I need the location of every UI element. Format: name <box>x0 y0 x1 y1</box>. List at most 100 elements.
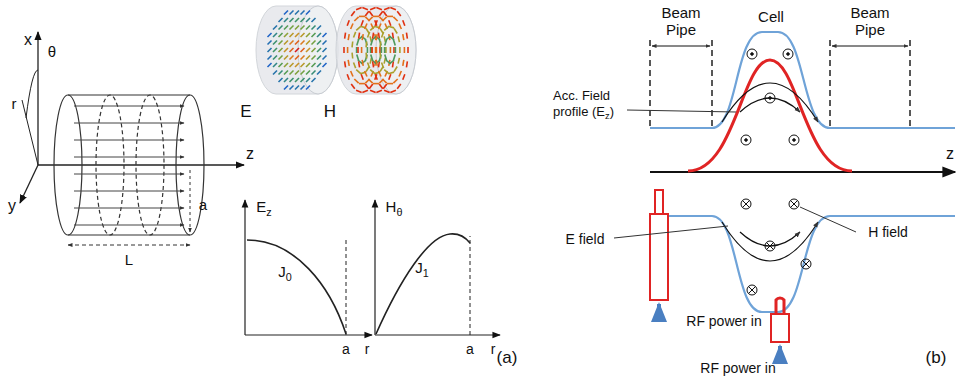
h-field-render <box>365 41 367 47</box>
e-field-render <box>295 86 299 90</box>
h-field-render <box>361 47 363 53</box>
label-text: E field <box>566 231 605 247</box>
e-field-render <box>284 78 288 82</box>
leader-line <box>614 110 856 238</box>
beam-pipe-markers <box>650 40 910 128</box>
h-field-render <box>376 34 377 40</box>
h-field-crosses <box>741 199 811 295</box>
h-field-render <box>389 74 391 80</box>
e-field-render <box>256 6 338 94</box>
h-field-crosses <box>743 201 750 208</box>
pillbox-cavity <box>54 95 82 235</box>
rf-coupler <box>650 214 668 300</box>
leader-line <box>800 207 856 232</box>
axes <box>38 164 244 165</box>
h-field-render <box>379 53 381 59</box>
e-field-arrows <box>740 98 800 112</box>
field-lines <box>74 191 184 192</box>
h-field-render <box>371 55 373 61</box>
e-field-render <box>284 26 288 30</box>
h-field-render <box>347 20 349 26</box>
e-field-render <box>290 63 294 67</box>
callout-label: RF power in <box>700 361 775 376</box>
h-field-render <box>385 55 387 61</box>
h-field-render <box>372 33 375 39</box>
h-field-crosses <box>767 243 774 250</box>
e-field-render <box>306 86 310 90</box>
h-field-dots <box>793 139 796 142</box>
axes <box>22 100 38 165</box>
e-field-render <box>284 63 288 67</box>
h-field-render <box>351 11 355 16</box>
e-field-render <box>317 33 321 37</box>
beam-pipe-markers <box>650 40 910 128</box>
e-field-render <box>268 33 272 37</box>
label-text: E <box>256 198 266 215</box>
h-field-crosses <box>747 285 757 295</box>
curve-label: J0 <box>278 264 292 281</box>
axes <box>20 165 38 203</box>
e-field-render <box>290 18 294 22</box>
h-field-render <box>383 11 387 16</box>
e-field-render <box>301 33 305 37</box>
label-text: H field <box>868 224 908 240</box>
h-field-render <box>393 79 397 83</box>
e-field-render <box>279 33 283 37</box>
h-field-render <box>376 47 378 53</box>
e-field-render <box>317 71 321 75</box>
h-field-render <box>375 20 377 26</box>
e-field-arrows <box>722 83 818 122</box>
h-field-render <box>336 6 416 94</box>
e-field-render <box>295 48 299 52</box>
h-field-render <box>358 61 361 67</box>
e-field-render <box>268 56 272 60</box>
e-field-render <box>323 63 327 67</box>
callout-label: H field <box>868 225 908 240</box>
h-field-render <box>399 71 401 77</box>
callout-label: profile (Ez) <box>553 105 614 119</box>
e-field-render <box>295 63 299 67</box>
axis-label: r <box>12 96 17 113</box>
e-field-render <box>284 56 288 60</box>
e-field-render <box>290 33 294 37</box>
h-field-render <box>373 83 379 85</box>
h-field-render <box>381 47 383 53</box>
h-field-render <box>407 47 409 53</box>
rf-coupler <box>776 298 784 314</box>
e-field-render <box>279 71 283 75</box>
h-field-dots <box>769 97 772 100</box>
h-field-render <box>406 33 409 39</box>
callout-label: E field <box>566 232 605 247</box>
h-field-render <box>397 11 401 16</box>
label-text: profile (E <box>553 104 605 119</box>
e-field-render <box>284 86 288 90</box>
e-field-render <box>298 6 338 94</box>
h-field-render <box>375 74 377 80</box>
label-text: r <box>12 95 17 112</box>
h-field-render <box>357 55 359 61</box>
e-field-render <box>295 71 299 75</box>
e-field-render <box>301 56 305 60</box>
h-field-render <box>390 7 396 9</box>
h-field-render <box>367 47 369 53</box>
h-field-render <box>382 79 386 83</box>
e-field-render <box>273 63 277 67</box>
h-field-render <box>403 34 404 40</box>
h-field-render <box>371 47 373 53</box>
h-field-render <box>386 60 391 64</box>
label-text: z <box>266 206 271 218</box>
h-field-render <box>356 26 360 30</box>
h-field-render <box>383 84 387 89</box>
h-field-render <box>390 47 392 53</box>
h-field-render <box>370 7 376 9</box>
h-field-render <box>403 60 404 66</box>
e-field-render <box>290 71 294 75</box>
h-field-render <box>348 60 349 66</box>
e-field-arrows <box>740 232 800 246</box>
leader-line <box>627 110 736 112</box>
e-field-render <box>312 63 316 67</box>
label-text: Beam Pipe <box>661 4 700 38</box>
dimension-lines <box>68 170 190 245</box>
rf-coupler <box>655 190 663 214</box>
